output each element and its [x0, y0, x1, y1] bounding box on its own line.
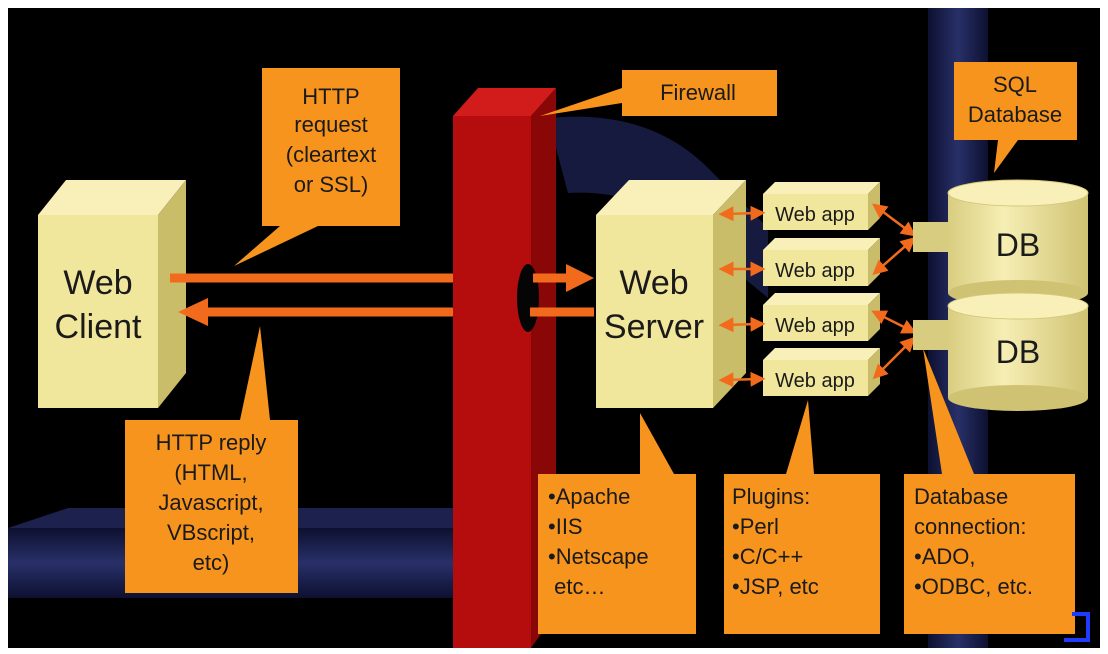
app-db-arrows [871, 203, 917, 380]
callout-http-request-line-4: or SSL) [294, 172, 369, 197]
callout-plugins-line-3: •C/C++ [732, 544, 803, 569]
db-cylinder-1: DB [947, 179, 1089, 306]
callout-firewall-line-1: Firewall [660, 80, 736, 105]
callout-db-connection-line-4: •ODBC, etc. [914, 574, 1033, 599]
web-server-box: Web Server [596, 180, 746, 408]
web-app-box-4: Web app [763, 348, 880, 396]
callout-plugins-line-2: •Perl [732, 514, 779, 539]
web-app-label-4: Web app [775, 370, 855, 392]
callout-db-connection-line-3: •ADO, [914, 544, 976, 569]
diagram-canvas: Web Client Web Server Web app [8, 8, 1100, 648]
callout-http-request-line-1: HTTP [302, 84, 359, 109]
callout-http-request-line-2: request [294, 112, 367, 137]
web-app-label-1: Web app [775, 204, 855, 226]
callout-http-reply-line-5: etc) [193, 550, 230, 575]
callout-http-reply-line-1: HTTP reply [156, 430, 267, 455]
callout-server-list-line-4: etc… [548, 574, 605, 599]
callout-server-list: •Apache •IIS •Netscape etc… [538, 413, 696, 634]
callout-sql-database-line-1: SQL [993, 72, 1037, 97]
callout-http-reply-line-4: VBscript, [167, 520, 255, 545]
request-arrowhead [566, 264, 594, 292]
architecture-diagram: Web Client Web Server Web app [8, 8, 1090, 648]
callout-server-list-line-2: •IIS [548, 514, 583, 539]
web-client-label-1: Web [63, 264, 132, 302]
callout-server-list-line-1: •Apache [548, 484, 630, 509]
client-server-arrows [170, 264, 594, 326]
reply-arrowhead [178, 298, 208, 326]
web-app-stack: Web app Web app Web app Web app [763, 182, 880, 396]
callout-server-list-line-3: •Netscape [548, 544, 649, 569]
db-connector-1 [913, 222, 949, 252]
callout-plugins-line-1: Plugins: [732, 484, 810, 509]
web-app-box-1: Web app [763, 182, 880, 230]
db-cylinder-2: DB [947, 292, 1089, 411]
callout-db-connection: Database connection: •ADO, •ODBC, etc. [904, 348, 1075, 634]
callout-http-request: HTTP request (cleartext or SSL) [234, 68, 400, 266]
callout-http-reply-line-3: Javascript, [158, 490, 263, 515]
db-label-2: DB [996, 334, 1040, 370]
db-label-1: DB [996, 227, 1040, 263]
web-app-label-2: Web app [775, 260, 855, 282]
callout-firewall: Firewall [540, 70, 777, 116]
web-app-box-2: Web app [763, 238, 880, 286]
web-app-label-3: Web app [775, 315, 855, 337]
callout-sql-database-line-2: Database [968, 102, 1062, 127]
server-app-arrows [718, 205, 766, 388]
callout-db-connection-line-2: connection: [914, 514, 1027, 539]
db-connector-2 [913, 320, 949, 350]
callout-plugins-line-4: •JSP, etc [732, 574, 819, 599]
web-client-box: Web Client [38, 180, 186, 408]
callout-db-connection-line-1: Database [914, 484, 1008, 509]
callout-http-request-line-3: (cleartext [286, 142, 376, 167]
firewall-wall [453, 88, 556, 648]
web-app-box-3: Web app [763, 293, 880, 341]
callout-http-reply: HTTP reply (HTML, Javascript, VBscript, … [125, 326, 298, 593]
web-client-label-2: Client [55, 308, 142, 346]
corner-bracket-icon [1064, 612, 1090, 642]
callout-sql-database: SQL Database [954, 62, 1077, 173]
callout-plugins: Plugins: •Perl •C/C++ •JSP, etc [724, 400, 880, 634]
callout-http-reply-line-2: (HTML, [174, 460, 247, 485]
web-server-label-1: Web [619, 264, 688, 302]
web-server-label-2: Server [604, 308, 704, 346]
